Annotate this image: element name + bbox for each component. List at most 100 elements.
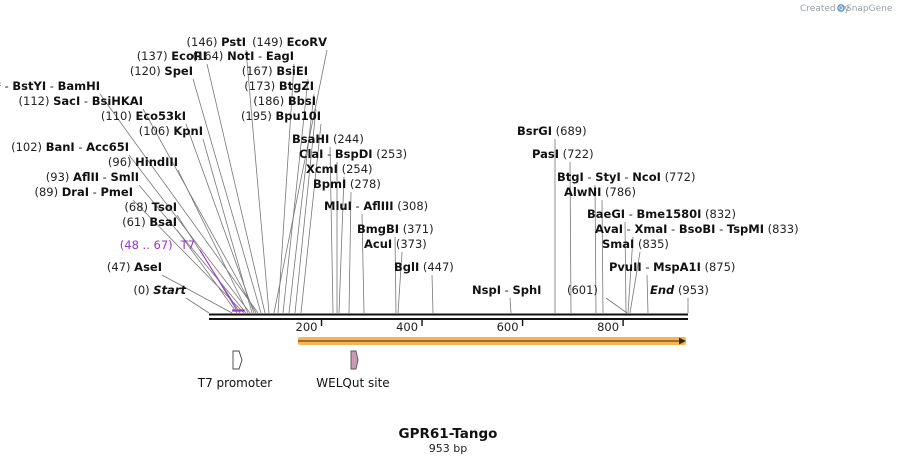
site-position: (244)	[333, 132, 364, 146]
name-separator: -	[667, 222, 678, 236]
site-label-avai[interactable]: AvaI - XmaI - BsoBI - TspMI (833)	[595, 222, 799, 236]
site-label-noti[interactable]: (164) NotI - EagI	[192, 49, 294, 63]
site-position: (953)	[678, 283, 709, 297]
name-separator: -	[323, 147, 334, 161]
site-label-acui[interactable]: AcuI (373)	[364, 237, 427, 251]
site-label-tsoi[interactable]: (68) TsoI	[124, 200, 177, 214]
site-label-ecorv[interactable]: (149) EcoRV	[252, 35, 327, 49]
site-position: (102)	[11, 140, 42, 154]
site-label-kpni[interactable]: (106) KpnI	[139, 124, 203, 138]
enzyme-name: BamHI	[58, 79, 100, 93]
leader-btgzi	[288, 93, 315, 314]
site-position: (308)	[397, 199, 428, 213]
enzyme-name: AflIII	[363, 199, 393, 213]
enzyme-name: StyI	[595, 170, 621, 184]
site-label-saci[interactable]: (112) SacI - BsiHKAI	[19, 94, 143, 108]
site-label-pvuii[interactable]: PvuII - MspA1I (875)	[609, 260, 735, 274]
enzyme-name: DraI	[62, 185, 89, 199]
enzyme-name: AvaI	[595, 222, 623, 236]
enzyme-name: MluI	[324, 199, 352, 213]
orf-arrow[interactable]	[298, 337, 686, 345]
site-position: (96)	[108, 155, 132, 169]
enzyme-name: BtgZI	[279, 79, 314, 93]
site-label-bgli[interactable]: BglI (447)	[394, 260, 454, 274]
site-label-bpu10i[interactable]: (195) Bpu10I	[241, 109, 321, 123]
site-label-bani[interactable]: (102) BanI - Acc65I	[11, 140, 129, 154]
enzyme-name: BsoBI	[679, 222, 716, 236]
site-label-end[interactable]: End (953)	[650, 283, 709, 297]
site-label-btgi[interactable]: BtgI - StyI - NcoI (772)	[557, 170, 696, 184]
site-label-psti[interactable]: (146) PstI	[187, 35, 246, 49]
site-label-aflii[interactable]: (93) AflII - SmlI	[46, 170, 139, 184]
site-label-start[interactable]: (0) Start	[133, 283, 186, 297]
site-label-bsai[interactable]: (61) BsaI	[122, 215, 177, 229]
feature-label-welqut-site: WELQut site	[316, 376, 389, 390]
leader-avai	[627, 236, 634, 314]
site-position: (173)	[244, 79, 275, 93]
site-label-pasi[interactable]: PasI (722)	[532, 147, 594, 161]
site-label-eco53ki[interactable]: (110) Eco53kI	[101, 109, 186, 123]
enzyme-name: HindIII	[135, 155, 178, 169]
site-label-bsiei[interactable]: (167) BsiEI	[242, 64, 308, 78]
leader-ecori	[206, 63, 266, 314]
enzyme-name: SmaI	[602, 237, 634, 251]
leader-smai	[629, 251, 641, 314]
snapgene-logo-icon	[837, 4, 845, 12]
site-label-mfii-[interactable]: (114) MfII * - BstYI - BamHI	[0, 79, 100, 93]
site-label-btgzi[interactable]: (173) BtgZI	[244, 79, 314, 93]
site-label-baegi[interactable]: BaeGI - Bme1580I (832)	[587, 207, 736, 221]
sequence-backbone	[209, 313, 688, 320]
site-label-bpmi[interactable]: BpmI (278)	[313, 177, 381, 191]
site-label-xcmi[interactable]: XcmI (254)	[306, 162, 373, 176]
enzyme-name: XmaI	[635, 222, 668, 236]
enzyme-name: BsrGI	[517, 124, 552, 138]
feature-t7-promoter[interactable]: T7 promoter	[197, 350, 273, 390]
enzyme-name: NspI	[472, 283, 501, 297]
leader-btgi	[594, 184, 597, 314]
enzyme-name: BpmI	[313, 177, 346, 191]
site-label-bsahi[interactable]: BsaHI (244)	[292, 132, 364, 146]
site-position: (371)	[403, 222, 434, 236]
site-label-alwni[interactable]: AlwNI (786)	[564, 185, 636, 199]
site-label-asei[interactable]: (47) AseI	[107, 260, 162, 274]
tick-label-400: 400	[396, 320, 418, 334]
site-label-hindiii[interactable]: (96) HindIII	[108, 155, 178, 169]
name-separator: -	[46, 79, 57, 93]
enzyme-name: Acc65I	[86, 140, 129, 154]
name-separator: -	[254, 49, 265, 63]
site-label-bmgbi[interactable]: BmgBI (371)	[357, 222, 434, 236]
site-label-clai[interactable]: ClaI - BspDI (253)	[299, 147, 407, 161]
primer-label[interactable]: (48 .. 67)T7	[120, 238, 195, 252]
site-label-site-601[interactable]: (601)	[567, 283, 598, 297]
site-position: (164)	[192, 49, 223, 63]
site-position: (373)	[396, 237, 427, 251]
site-labels: (0) Start(47) AseI(61) BsaI(68) TsoI(89)…	[0, 35, 799, 297]
site-label-drai[interactable]: (89) DraI - PmeI	[35, 185, 134, 199]
site-position: (167)	[242, 64, 273, 78]
enzyme-name: BsiHKAI	[92, 94, 143, 108]
site-position: (89)	[35, 185, 59, 199]
site-label-nspi[interactable]: NspI - SphI	[472, 283, 541, 297]
feature-welqut-site[interactable]: WELQut site	[316, 350, 390, 390]
leader-bbsi	[294, 108, 317, 314]
enzyme-name: BbsI	[288, 94, 316, 108]
site-position: (833)	[768, 222, 799, 236]
site-label-bsrgi[interactable]: BsrGI (689)	[517, 124, 587, 138]
leader-bpu10i	[300, 123, 322, 314]
enzyme-name: BspDI	[335, 147, 373, 161]
site-position: (689)	[556, 124, 587, 138]
site-position: (835)	[638, 237, 669, 251]
site-position: (112)	[19, 94, 50, 108]
site-label-smai[interactable]: SmaI (835)	[602, 237, 669, 251]
enzyme-name: BanI	[46, 140, 75, 154]
site-label-spei[interactable]: (120) SpeI	[130, 64, 193, 78]
site-label-ecori[interactable]: (137) EcoRI	[137, 49, 207, 63]
site-position: (106)	[139, 124, 170, 138]
enzyme-name: SphI	[512, 283, 541, 297]
site-label-mlui[interactable]: MluI - AflIII (308)	[324, 199, 428, 213]
credit-text: Created by	[800, 4, 850, 14]
site-position: (0)	[133, 283, 149, 297]
leader-asei	[161, 274, 233, 314]
site-label-bbsi[interactable]: (186) BbsI	[253, 94, 316, 108]
